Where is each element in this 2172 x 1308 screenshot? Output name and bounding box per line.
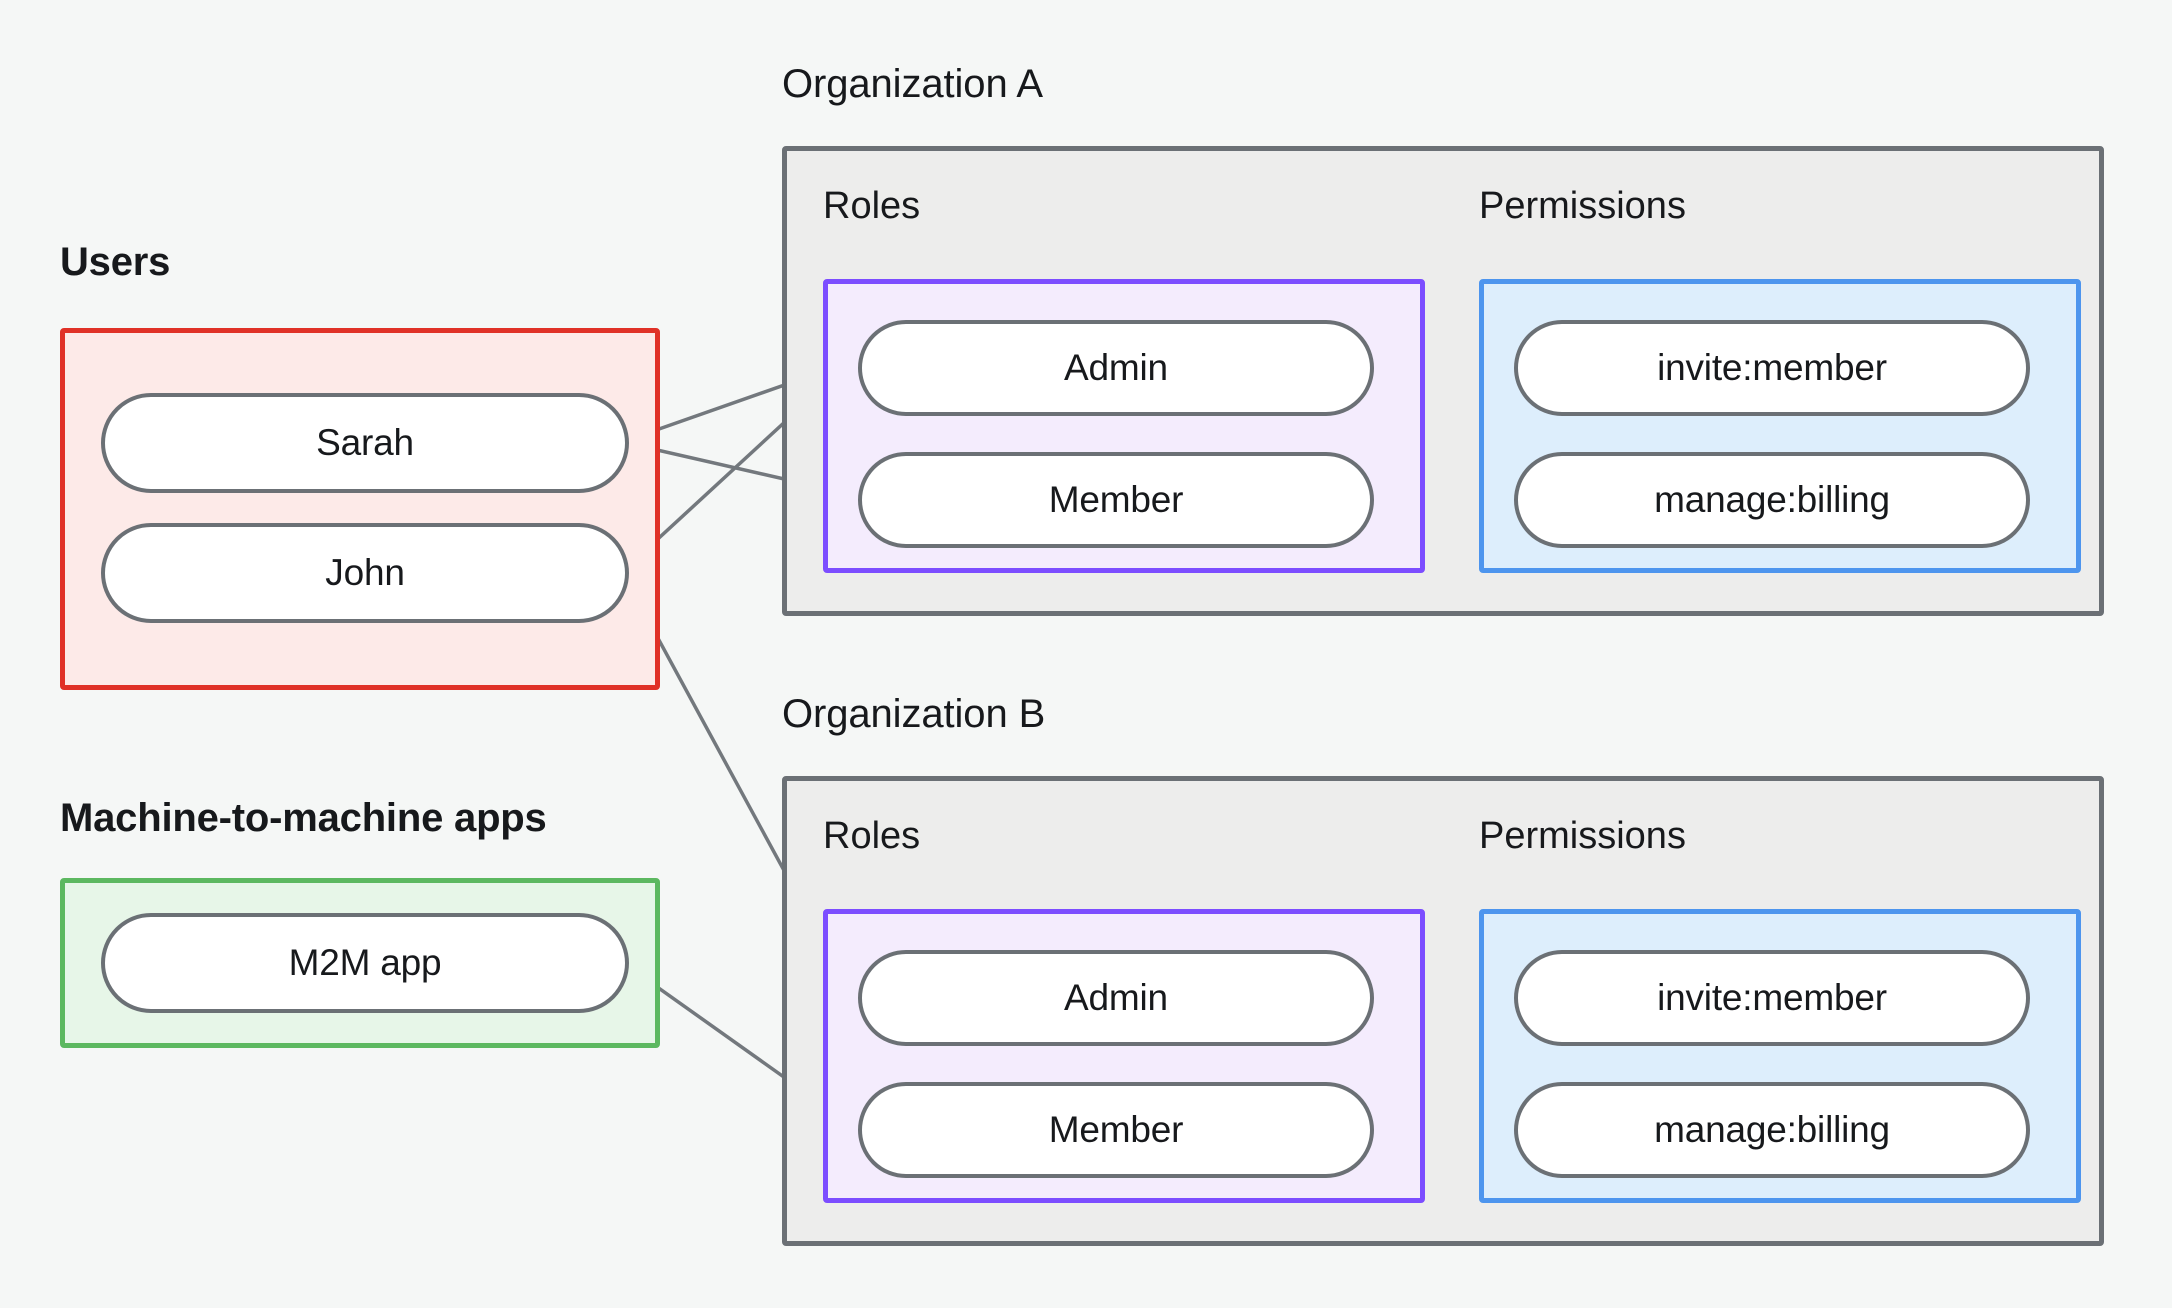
organization-a-container: Roles Permissions Admin Member invite:me… bbox=[782, 146, 2104, 616]
m2m-group-label: Machine-to-machine apps bbox=[60, 796, 547, 840]
m2m-container: M2M app bbox=[60, 878, 660, 1048]
org-a-roles-label: Roles bbox=[823, 185, 921, 227]
org-b-permissions-label: Permissions bbox=[1479, 815, 1686, 857]
permission-node-org-b-invite[interactable]: invite:member bbox=[1514, 950, 2030, 1046]
organization-a-label: Organization A bbox=[782, 62, 1043, 106]
organization-b-container: Roles Permissions Admin Member invite:me… bbox=[782, 776, 2104, 1246]
permission-node-org-b-billing[interactable]: manage:billing bbox=[1514, 1082, 2030, 1178]
organization-b-label: Organization B bbox=[782, 692, 1046, 736]
org-a-permissions-container: invite:member manage:billing bbox=[1479, 279, 2081, 573]
users-container: Sarah John bbox=[60, 328, 660, 690]
m2m-node-app[interactable]: M2M app bbox=[101, 913, 629, 1013]
user-node-sarah[interactable]: Sarah bbox=[101, 393, 629, 493]
role-node-org-b-member[interactable]: Member bbox=[858, 1082, 1374, 1178]
org-a-roles-container: Admin Member bbox=[823, 279, 1425, 573]
role-node-org-a-admin[interactable]: Admin bbox=[858, 320, 1374, 416]
org-a-permissions-label: Permissions bbox=[1479, 185, 1686, 227]
role-node-org-b-admin[interactable]: Admin bbox=[858, 950, 1374, 1046]
org-b-roles-label: Roles bbox=[823, 815, 921, 857]
org-b-roles-container: Admin Member bbox=[823, 909, 1425, 1203]
org-b-permissions-container: invite:member manage:billing bbox=[1479, 909, 2081, 1203]
role-node-org-a-member[interactable]: Member bbox=[858, 452, 1374, 548]
users-group-label: Users bbox=[60, 240, 171, 284]
permission-node-org-a-billing[interactable]: manage:billing bbox=[1514, 452, 2030, 548]
user-node-john[interactable]: John bbox=[101, 523, 629, 623]
permission-node-org-a-invite[interactable]: invite:member bbox=[1514, 320, 2030, 416]
